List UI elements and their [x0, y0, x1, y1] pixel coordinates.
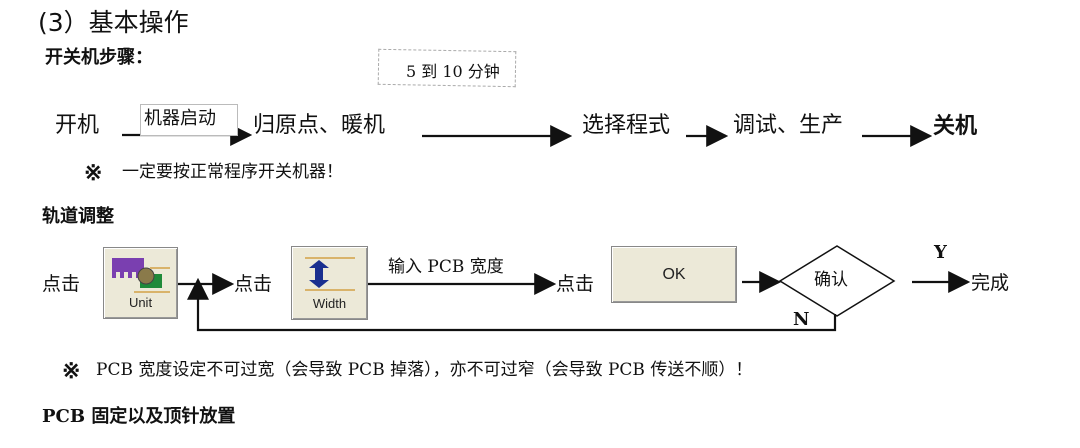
ok-button-label: OK — [662, 266, 686, 283]
ok-button[interactable]: OK — [611, 246, 737, 303]
step-power-on: 开机 — [55, 113, 100, 138]
warning-symbol: ※ — [84, 160, 103, 186]
power-heading: 开关机步骤： — [45, 47, 153, 68]
step-produce: 调试、生产 — [733, 113, 844, 138]
next-heading: PCB 固定以及顶针放置 — [42, 406, 236, 427]
click-label-3: 点击 — [556, 273, 595, 295]
start-label-box — [140, 104, 238, 136]
rail-heading: 轨道调整 — [42, 206, 114, 227]
step-home: 归原点、暖机 — [253, 113, 386, 138]
yes-label: Y — [934, 242, 947, 263]
width-button[interactable]: Width — [291, 246, 368, 320]
width-icon — [305, 257, 355, 291]
rail-warning: PCB 宽度设定不可过宽（会导致 PCB 掉落），亦不可过窄（会导致 PCB 传… — [96, 360, 753, 380]
rail-warning-symbol: ※ — [62, 358, 81, 384]
unit-icon — [112, 258, 170, 293]
click-label-2: 点击 — [234, 273, 273, 295]
unit-button-label: Unit — [128, 295, 153, 310]
click-label-1: 点击 — [42, 273, 81, 295]
unit-button[interactable]: Unit — [103, 247, 178, 319]
no-label: N — [793, 309, 810, 330]
input-width-label: 输入 PCB 宽度 — [388, 257, 504, 277]
step-select: 选择程式 — [582, 113, 671, 138]
step-power-off: 关机 — [933, 113, 978, 139]
start-label: 机器启动 — [144, 108, 216, 129]
confirm-diamond — [778, 245, 896, 317]
power-warning: 一定要按正常程序开关机器！ — [122, 162, 343, 182]
duration-note: 5 到 10 分钟 — [406, 62, 500, 81]
done-label: 完成 — [971, 272, 1010, 294]
section-title: (3）基本操作 — [38, 8, 189, 37]
confirm-label: 确认 — [814, 270, 848, 290]
width-button-label: Width — [312, 296, 347, 311]
arrow-no-loop — [187, 277, 837, 332]
